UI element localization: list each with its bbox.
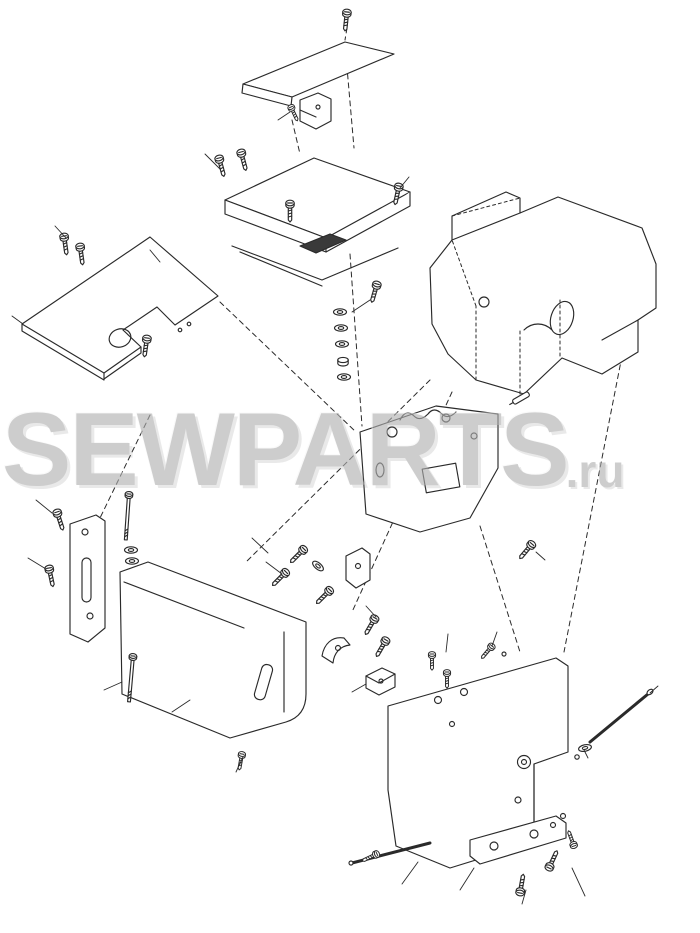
screw-icon (543, 848, 562, 873)
hinge-bracket (321, 637, 396, 696)
slide-rod (348, 841, 432, 866)
guide-bar (43, 490, 140, 643)
screw-icon (361, 612, 381, 638)
tension-rod (574, 688, 654, 760)
washer-icon (123, 546, 139, 554)
screw-icon (139, 334, 153, 358)
screw-icon (514, 872, 529, 898)
pin (509, 391, 530, 406)
upper-cover-plate (213, 147, 411, 304)
alignment-lines (99, 27, 623, 653)
washer-icon (336, 373, 352, 381)
screw-icon (58, 232, 72, 256)
screw-icon (74, 242, 88, 266)
screw-icon (427, 651, 437, 671)
washer-icon (332, 308, 348, 316)
screw-icon (360, 849, 382, 865)
nut-icon (337, 356, 349, 367)
screw-icon (442, 669, 452, 689)
screw-icon (43, 563, 58, 589)
washer-icon (310, 558, 326, 574)
washer-icon (334, 340, 350, 348)
bottom-bracket (469, 812, 579, 898)
screw-icon (564, 829, 579, 850)
center-bracket-assembly (359, 391, 538, 562)
mounting-bracket (286, 92, 332, 130)
washer-icon (333, 324, 349, 332)
top-strip-plate (241, 8, 395, 107)
long-screw-icon (121, 490, 134, 541)
screw-icon (340, 8, 353, 32)
screw-icon (478, 641, 497, 662)
screw-icon (515, 538, 538, 562)
machine-body (429, 191, 657, 395)
side-cover (119, 561, 307, 772)
left-cover-plate (21, 232, 219, 381)
screw-icon (313, 584, 336, 607)
screw-icon (235, 147, 251, 173)
screw-icon (269, 566, 292, 589)
fastener-cluster (269, 543, 392, 660)
washer-icon (124, 557, 140, 565)
leader-lines (11, 111, 659, 905)
washer-stack (332, 308, 352, 381)
screw-icon (51, 507, 68, 532)
screw-icon (287, 543, 310, 566)
bottom-panel (387, 641, 569, 869)
screw-icon (372, 634, 392, 660)
